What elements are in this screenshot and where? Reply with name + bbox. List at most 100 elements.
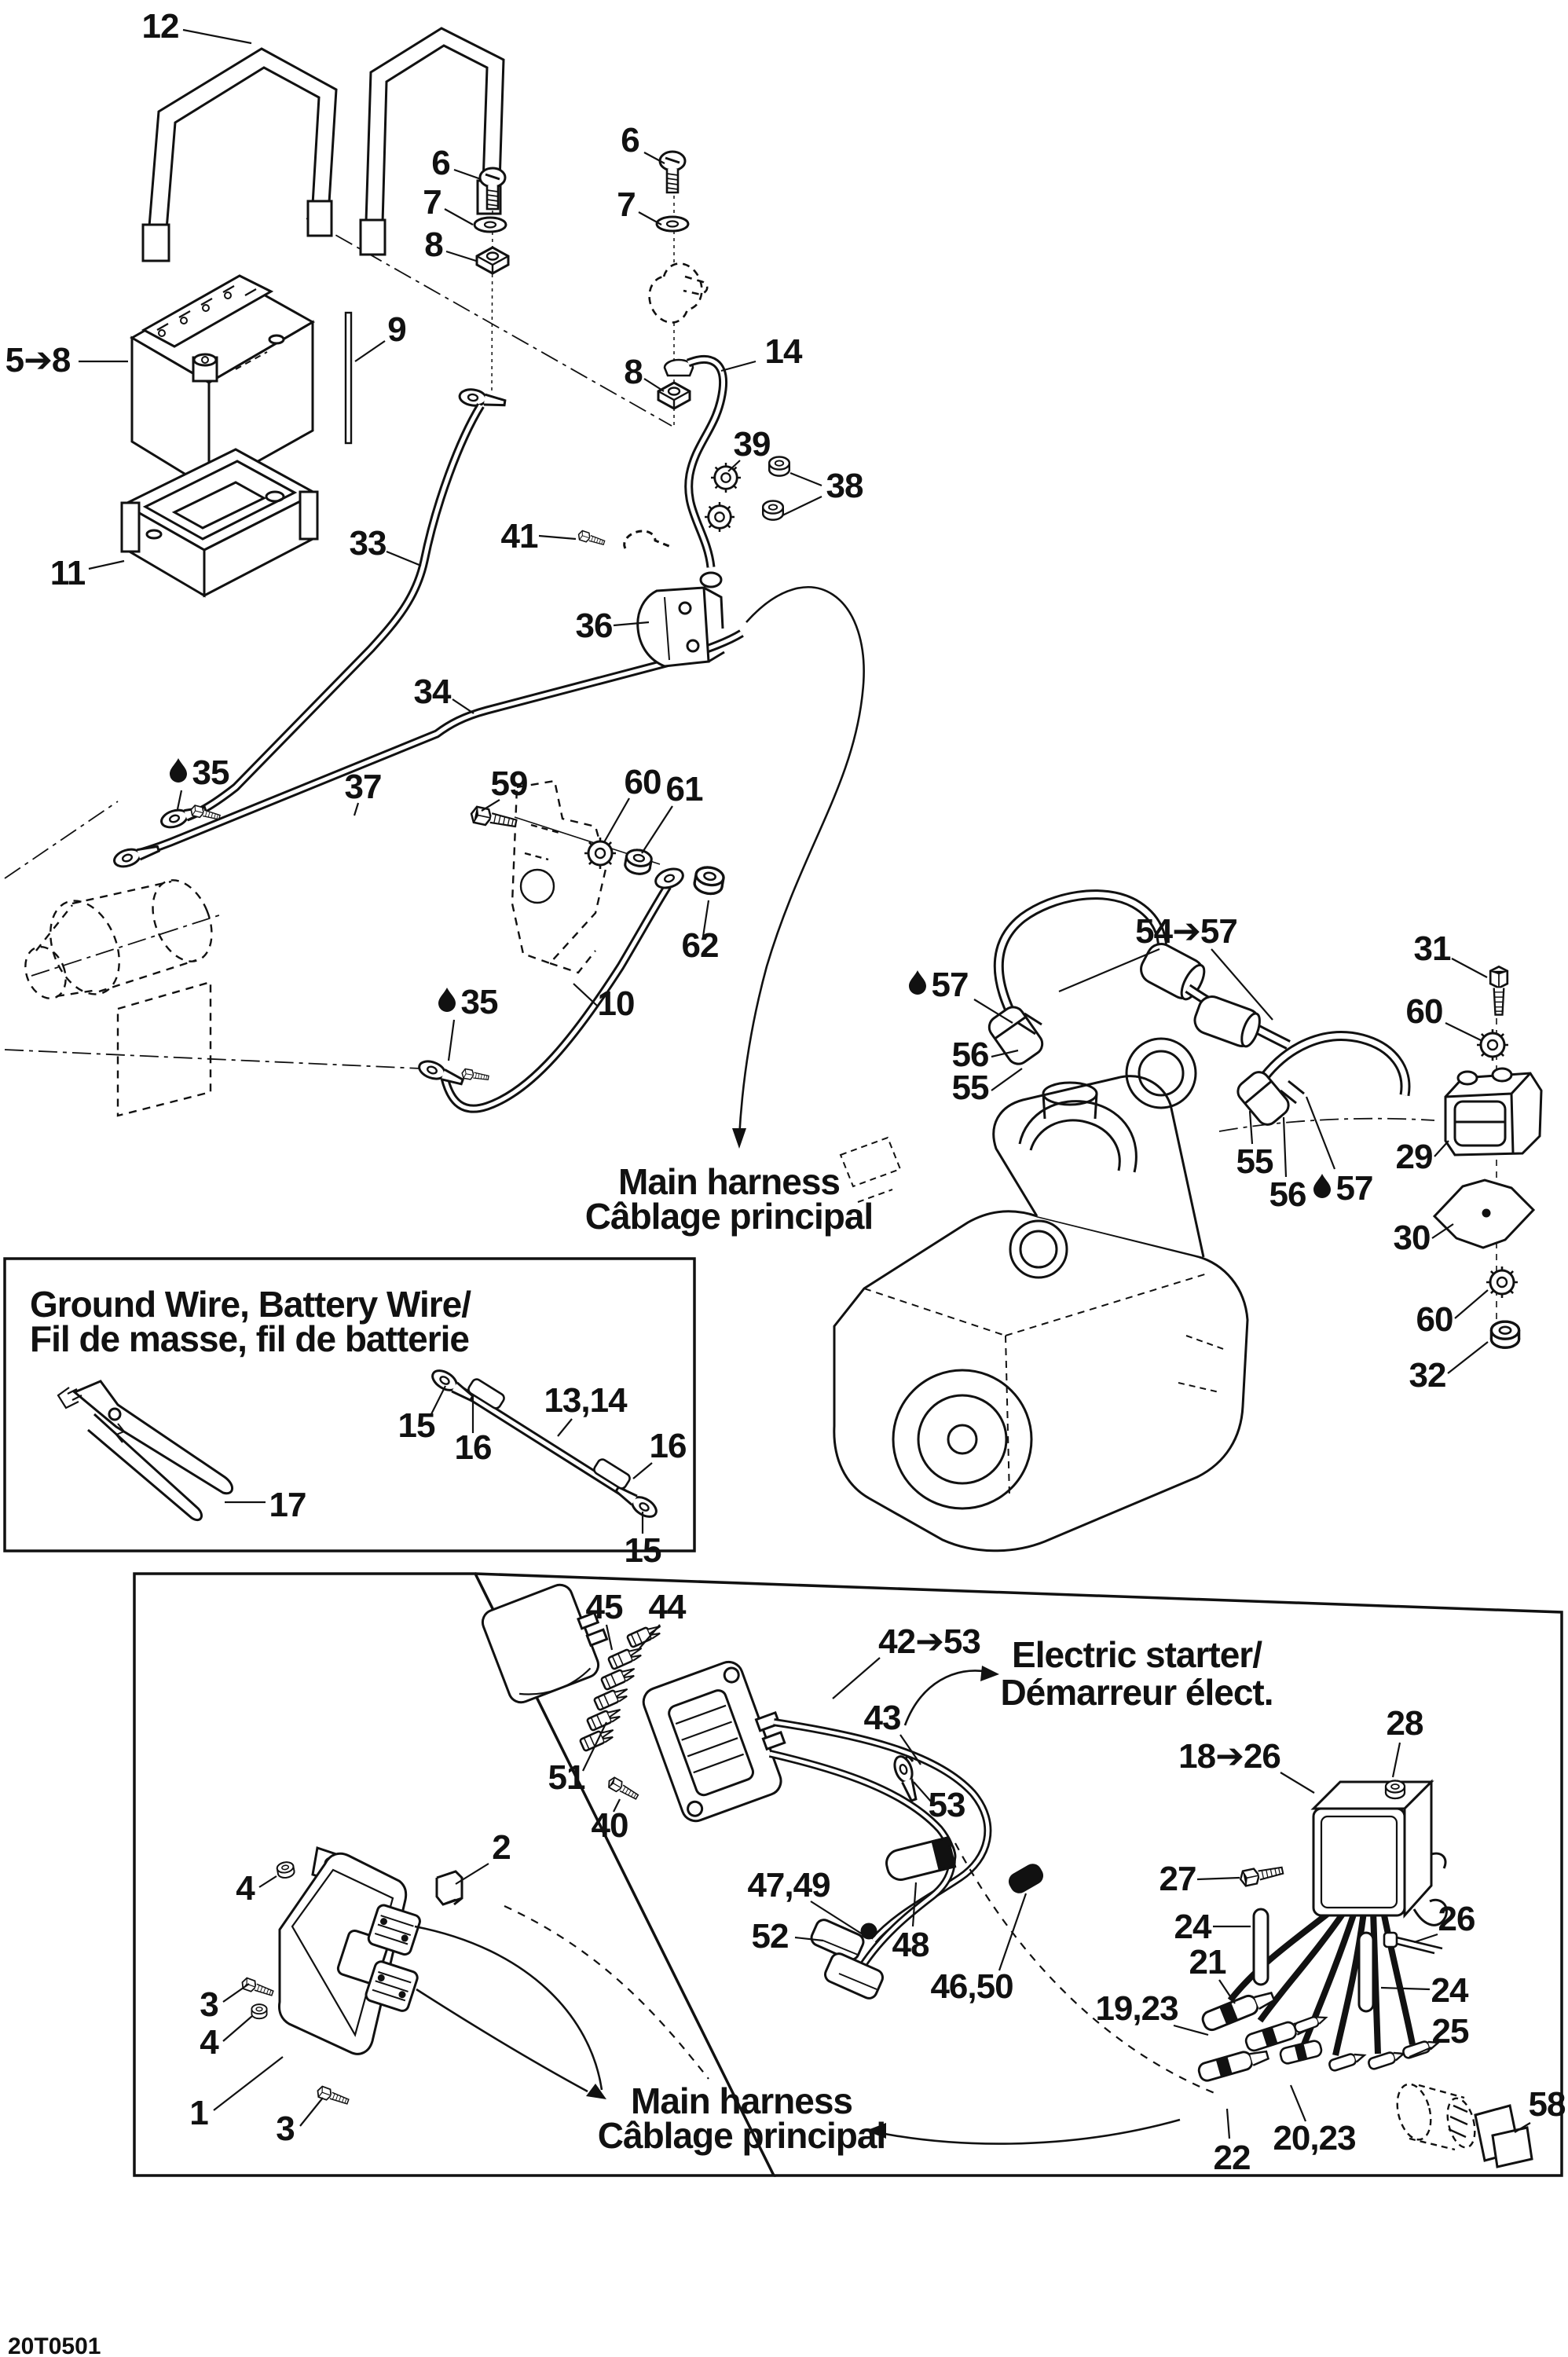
callout-number: 11: [50, 554, 86, 592]
callout-5➔8: 5➔8: [5, 341, 128, 379]
callout-44: 44: [639, 1588, 687, 1649]
callout-leader-line: [213, 2056, 284, 2111]
callout-number: 56: [952, 1036, 989, 1074]
main-harness-center-line-1: Main harness: [618, 1161, 840, 1202]
callout-leader-line: [222, 2015, 253, 2042]
callout-4: 4: [236, 1869, 277, 1908]
heat-shrink-tube-24: [1357, 1931, 1375, 2013]
main-harness-leader: [732, 586, 865, 1149]
electric-starter-arrow: [903, 1666, 999, 1726]
callout-number: 62: [682, 926, 719, 965]
callout-leader-line: [1218, 1979, 1236, 2004]
callout-4: 4: [200, 2015, 253, 2062]
callout-leader-line: [1391, 1742, 1401, 1778]
callout-leader-line: [453, 168, 482, 181]
callout-number: 59: [491, 764, 528, 803]
ground-cable-34: [111, 629, 744, 871]
callout-number: 55: [1236, 1142, 1273, 1181]
ecu-module: [240, 1846, 463, 2108]
callout-leader-line: [1514, 2122, 1531, 2133]
callout-34: 34: [414, 673, 474, 714]
callout-number: 24: [1431, 1971, 1469, 2010]
callout-leader-line: [613, 621, 650, 627]
callout-number: 32: [1409, 1356, 1446, 1395]
callout-number: 28: [1387, 1704, 1423, 1743]
callout-number: 6: [431, 144, 449, 182]
callout-leader-line: [643, 378, 665, 392]
callout-number: 24: [1174, 1908, 1212, 1946]
callout-16: 16: [632, 1427, 687, 1479]
callout-57: 57: [1305, 1096, 1373, 1208]
callout-leader-line: [354, 340, 386, 362]
part-code: 20T0501: [8, 2333, 101, 2357]
callout-leader-line: [1173, 2024, 1209, 2036]
callout-47,49: 47,49: [747, 1866, 863, 1935]
ignition-coil-stack: [1432, 966, 1543, 1349]
callout-48: 48: [892, 1882, 930, 1964]
callout-number: 45: [586, 1588, 623, 1626]
callout-leader-line: [88, 559, 125, 570]
callout-number: 14: [765, 332, 803, 371]
callout-7: 7: [617, 185, 662, 225]
frame-bracket: [511, 779, 608, 974]
callout-leader-line: [1380, 1986, 1431, 1991]
callout-number: 27: [1160, 1860, 1196, 1898]
callout-number: 54➔57: [1135, 912, 1237, 951]
callout-number: 26: [1438, 1900, 1475, 1938]
engine: [833, 1037, 1249, 1552]
electric-starter-note-line-1: Electric starter/: [1012, 1634, 1262, 1675]
callout-20,23: 20,23: [1273, 2084, 1357, 2157]
bottom-inset-boxes: [133, 1572, 1563, 2177]
fuse-box-group: [481, 1583, 786, 1823]
callout-number: 51: [548, 1758, 585, 1797]
callout-45: 45: [586, 1588, 624, 1651]
callout-12: 12: [142, 7, 252, 46]
coil-mount-plate: [1432, 1178, 1536, 1249]
callout-number: 56: [1269, 1175, 1306, 1214]
callout-number: 39: [734, 425, 771, 464]
callout-leader-line: [1282, 1116, 1288, 1178]
callout-60: 60: [603, 763, 661, 843]
callout-number: 60: [625, 763, 661, 801]
callout-number: 22: [1214, 2139, 1251, 2177]
callout-13,14: 13,14: [544, 1381, 628, 1437]
starter-motor: [24, 879, 213, 1117]
callout-leader-line: [447, 1019, 456, 1061]
callout-leader-line: [182, 28, 252, 45]
callout-number: 38: [826, 467, 863, 505]
battery-wire-13-14: [427, 1365, 661, 1522]
grease-drop-icon: [1313, 1174, 1331, 1198]
callout-6: 6: [431, 144, 482, 182]
bottom-right-arrow: [866, 2118, 1181, 2145]
callout-leader-line: [605, 1624, 614, 1651]
callout-number: 31: [1414, 929, 1451, 968]
callout-33: 33: [350, 524, 422, 567]
callout-16: 16: [455, 1397, 492, 1467]
battery-positive-cable-14: [684, 355, 728, 588]
callout-leader-line: [727, 460, 741, 472]
callout-32: 32: [1409, 1341, 1489, 1395]
callout-leader-line: [720, 360, 757, 372]
callout-leader-line: [386, 550, 422, 567]
routing-dashed-curves: [504, 1842, 1215, 2095]
callout-60: 60: [1416, 1289, 1489, 1339]
callout-leader-line: [832, 1657, 881, 1699]
callout-leader-line: [613, 1798, 621, 1813]
battery-fasteners: [457, 150, 709, 428]
hardware-38-39: [703, 456, 790, 533]
callout-number: 35: [461, 983, 498, 1021]
callout-27: 27: [1160, 1860, 1240, 1898]
callout-39: 39: [727, 425, 771, 472]
callout-leader-line: [639, 1624, 661, 1649]
callout-number: 3: [200, 1985, 218, 2024]
voltage-regulator-group: [1196, 1779, 1533, 2168]
callout-number: 20,23: [1273, 2119, 1355, 2157]
callout-60: 60: [1406, 992, 1482, 1041]
callout-number: 52: [752, 1917, 789, 1956]
callout-number: 53: [929, 1786, 965, 1824]
regulator-wires: [1227, 1904, 1416, 2056]
callout-leader-line: [810, 1901, 863, 1935]
